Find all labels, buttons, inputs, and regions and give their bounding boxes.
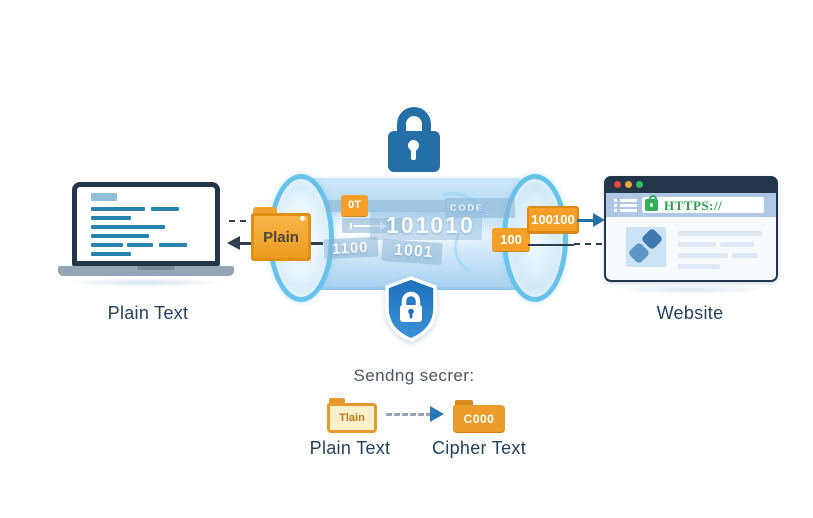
mini-arrow-tail [350,222,352,229]
page-text-line [678,242,716,247]
dashed-arrow-line [386,413,432,416]
browser-window: HTTPS:// [604,176,778,282]
address-text: HTTPS:// [664,198,723,213]
tunnel-binary-a: 1100 [331,239,369,258]
page-text-line [678,253,728,258]
plain-text-caption: Plain Text [309,438,391,458]
laptop-text-line [91,225,165,229]
cipher-text-box-icon: C000 [453,400,505,433]
laptop-screen [72,182,220,266]
page-text-line [678,231,762,236]
page-text-line [720,242,754,247]
padlock-keyhole-stem [411,148,416,160]
laptop-text-line [91,252,131,256]
page-image-placeholder [626,227,666,267]
laptop-shadow [64,278,228,287]
traffic-dot-red [614,181,621,188]
laptop-text-line [91,243,123,247]
line-badge-to-browser [577,219,595,222]
https-lock-shackle [648,195,657,202]
plain-text-folder-icon: Tlain [327,398,377,433]
folder-label: Plain [251,213,311,261]
laptop-caption: Plain Text [107,303,189,323]
tunnel-badge-100: 100 [492,228,530,251]
mini-arrow-line [354,224,380,227]
plain-folder-icon: Plain [251,207,311,261]
browser-shadow [612,285,770,294]
browser-toolbar: HTTPS:// [606,193,776,217]
padlock-keyhole [408,140,419,151]
box-tab [455,400,473,406]
address-bar: HTTPS:// [642,195,764,213]
folder-tab [253,207,277,215]
traffic-dot-green [636,181,643,188]
legend-heading: Sendng secrer: [353,366,475,385]
laptop-text-line [151,207,179,211]
shield-lock-icon [385,276,437,342]
laptop-text-line [91,207,145,211]
cipher-badge-100100: 100100 [527,206,579,233]
cipher-text-caption: Cipher Text [431,438,526,458]
encryption-tunnel: code 101010 1100 1001 0T 100 [268,174,568,302]
plain-folder-label: Tlain [327,403,377,433]
laptop-base [58,266,234,276]
laptop-text-line [91,216,131,220]
browser-content [606,217,776,280]
laptop-screen-header-block [91,193,117,201]
tunnel-binary-main: 101010 [386,212,475,238]
page-text-line [678,264,720,269]
dashed-line-to-browser [574,243,602,245]
padlock-shackle [397,107,431,142]
line-tunnel-to-browser [528,244,574,246]
tunnel-badge-ot: 0T [341,195,368,216]
page-text-line [732,253,758,258]
https-lock-icon [645,195,658,211]
tunnel-binary-main-chip [370,210,482,240]
dashed-line-laptop-to-folder [229,220,257,222]
arrow-right-icon [593,213,605,227]
arrow-left-icon [227,236,240,250]
laptop-base-notch [137,266,175,270]
folder-tab [329,398,345,404]
laptop-text-line [91,234,149,238]
list-menu-icon [614,199,638,212]
browser-caption: Website [656,303,724,323]
tunnel-binary-b: 1001 [393,241,435,262]
arrow-right-icon [430,406,444,422]
traffic-dot-yellow [625,181,632,188]
laptop-text-line [127,243,153,247]
laptop-text-line [159,243,187,247]
https-lock-keyhole [650,203,653,207]
folder-dot [300,216,305,221]
cipher-box-label: C000 [453,405,505,432]
